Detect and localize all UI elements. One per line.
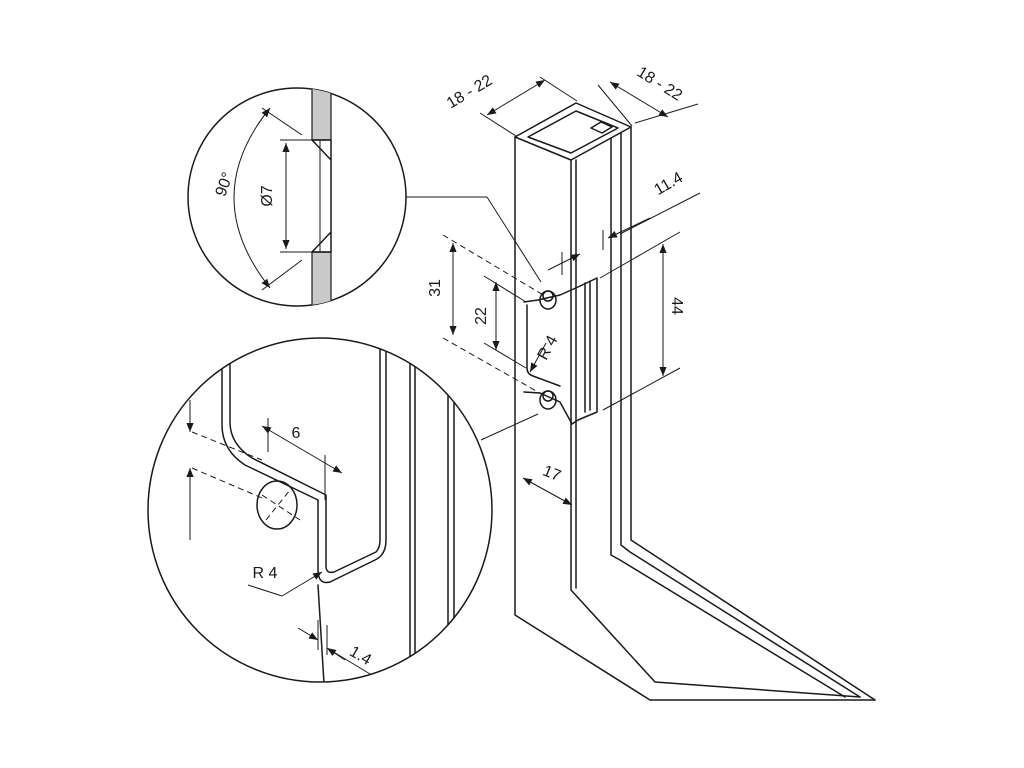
- hole-upper: [539, 290, 557, 310]
- dim-offset-label: 17: [540, 463, 563, 485]
- slot-inner: [526, 304, 561, 387]
- hole-upper-countersink: [542, 290, 554, 302]
- countersink-cone: [311, 139, 332, 253]
- detail-hole: [256, 480, 298, 530]
- slot-outline: [523, 277, 598, 425]
- dim-depth-label: 11.4: [652, 169, 687, 199]
- detail-radius-label: R 4: [253, 565, 278, 582]
- profile-front-face: [570, 159, 861, 698]
- detail-profile-inner: [229, 339, 381, 574]
- dim-radius-label: R 4: [535, 333, 562, 363]
- hole-lower-countersink: [542, 390, 554, 402]
- detail-countersink: 90° Ø7: [187, 87, 407, 307]
- section-lower: [311, 251, 332, 306]
- dim-width-a-label: 18 - 22: [444, 72, 496, 112]
- detail-diameter-label: Ø7: [259, 185, 276, 206]
- detail-width-label: 6: [292, 425, 301, 442]
- slot-back: [584, 280, 591, 413]
- profile-rail: [610, 137, 846, 698]
- tube-top-inner: [527, 110, 619, 154]
- tube-notch: [590, 121, 613, 134]
- detail-leaders: [401, 196, 542, 441]
- frame-profile: [514, 102, 876, 701]
- dim-hole-spacing-label: 31: [427, 279, 444, 297]
- dim-height-total-label: 44: [668, 297, 685, 315]
- dim-width-b-label: 18 - 22: [634, 64, 685, 105]
- profile-right-inner: [620, 132, 861, 698]
- profile-right-flange: [630, 126, 876, 701]
- profile-left-edge: [514, 136, 876, 701]
- detail-slot-corner: 6 R 4 1.4: [147, 337, 493, 683]
- dim-slot-height-label: 22: [473, 307, 490, 325]
- hole-lower: [539, 390, 557, 410]
